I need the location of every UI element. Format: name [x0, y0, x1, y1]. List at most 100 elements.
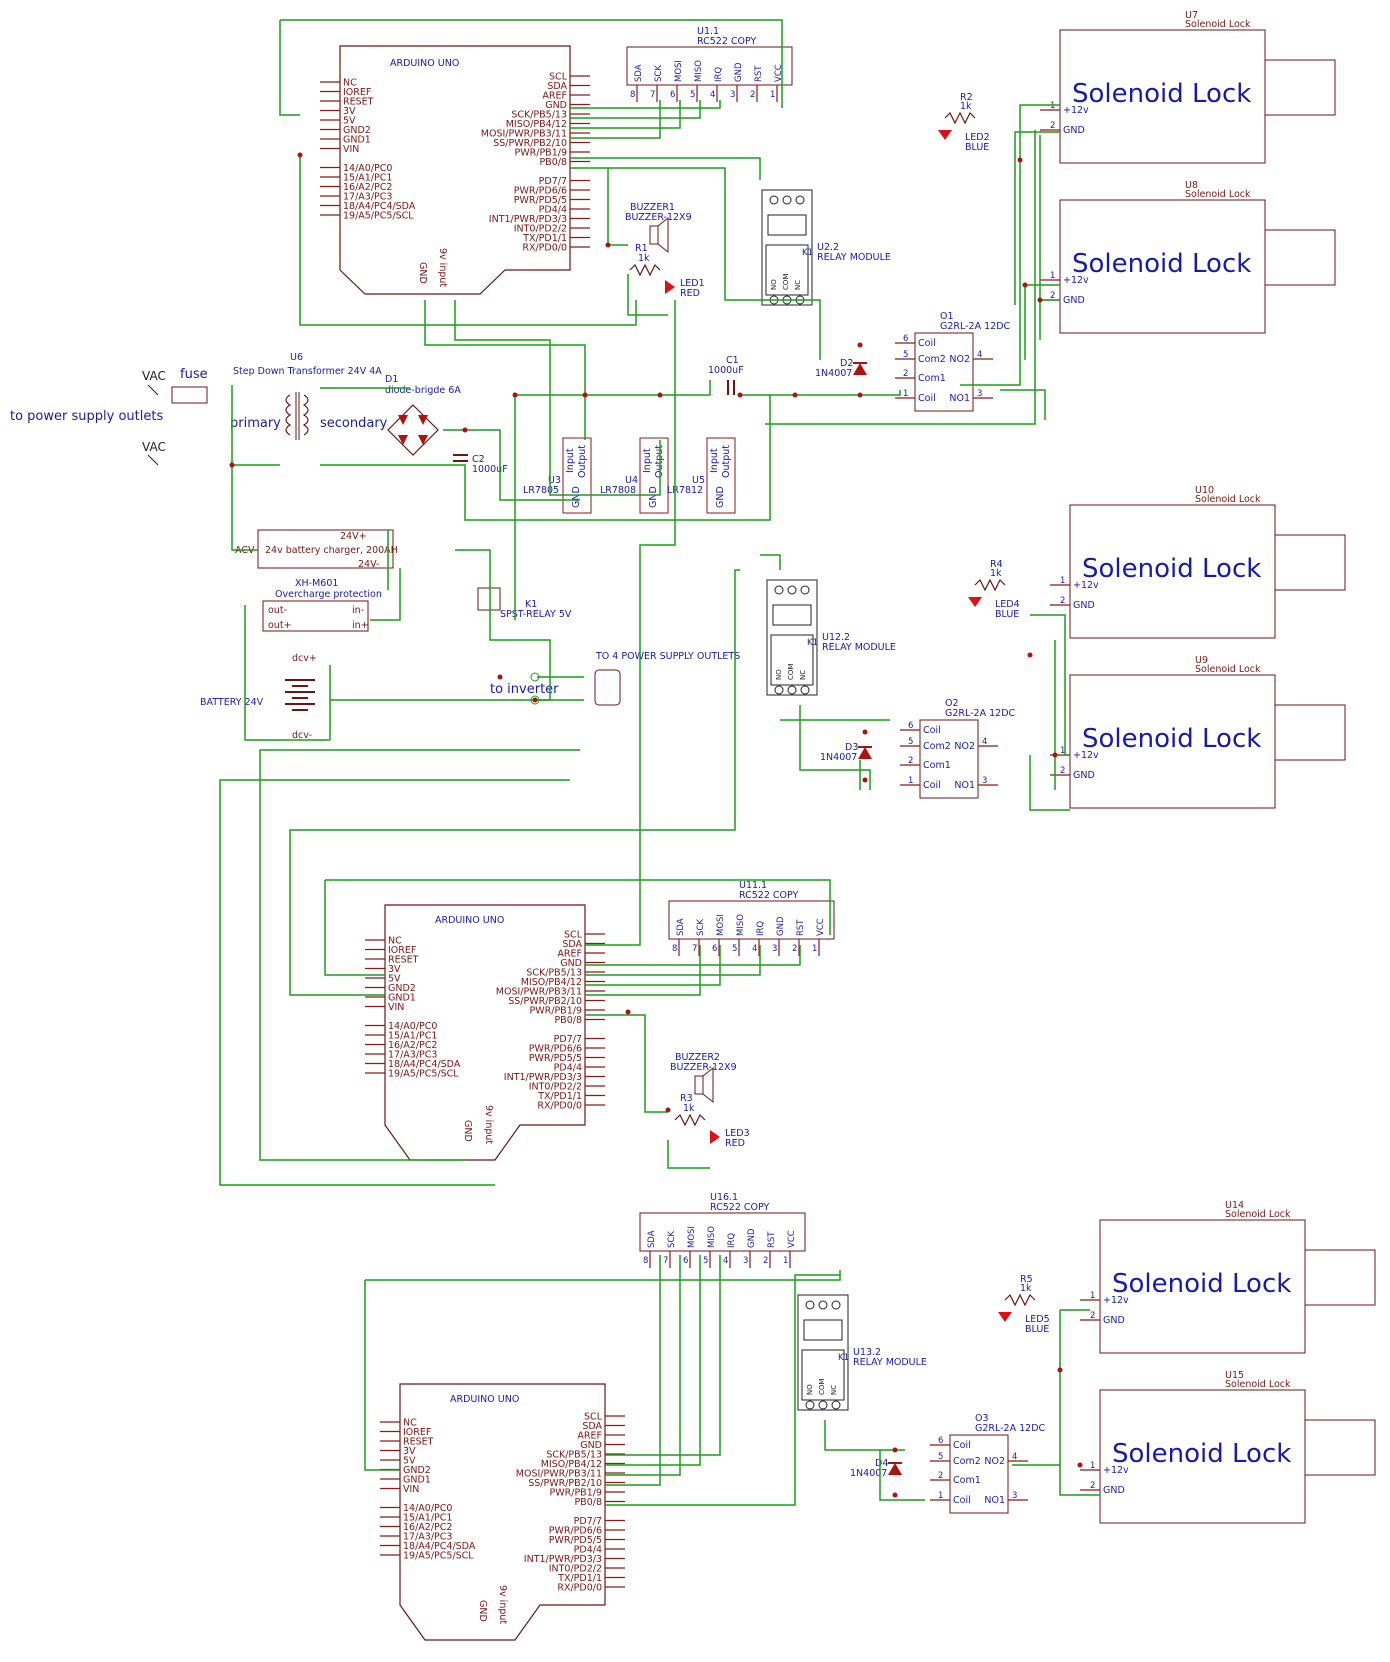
- lock-pin-v: +12v: [1103, 1295, 1129, 1306]
- arduino-right-pin: SCL: [549, 72, 568, 83]
- g2rl-ref: O1: [940, 311, 954, 322]
- res-ref: R4: [990, 559, 1003, 570]
- arduino-left-pin: 16/A2/PC2: [388, 1040, 437, 1051]
- c1-ref: C1: [726, 355, 739, 366]
- res-ref: R2: [960, 92, 973, 103]
- rfid-pin: MOSI: [716, 914, 726, 936]
- arduino-left-pin: 16/A2/PC2: [343, 182, 392, 193]
- arduino-right-pin: INT0/PD2/2: [549, 1564, 602, 1575]
- g2rl-pin: Com2: [918, 354, 946, 365]
- rfid-pin-num: 7: [663, 1256, 668, 1266]
- buzz-resistor: [629, 263, 661, 277]
- arduino-2: ARDUINO UNO NCIOREFRESET3V5VGND2GND1VIN1…: [365, 904, 605, 1161]
- arduino-left-pin: GND2: [388, 983, 416, 994]
- lock-title: Solenoid Lock: [1072, 249, 1251, 279]
- arduino-1-title: ARDUINO UNO: [390, 58, 459, 69]
- lock-ref: U9: [1195, 655, 1208, 666]
- arduino-right-pin: MISO/PB4/12: [541, 1459, 602, 1470]
- arduino-right-pin: RX/PD0/0: [557, 1583, 602, 1594]
- arduino-1-gnd-label: GND: [417, 262, 428, 284]
- g2rl-pin: Com2: [953, 1456, 981, 1467]
- arduino-left-pin: GND1: [343, 135, 371, 146]
- led-ref: LED5: [1025, 1314, 1050, 1325]
- arduino-left-pin: 5V: [388, 974, 401, 985]
- arduino-left-pin: 19/A5/PC5/SCL: [343, 211, 414, 222]
- transformer-ref: U6: [290, 352, 303, 363]
- arduino-left-pin: 15/A1/PC1: [343, 173, 392, 184]
- g2rl-out-num: 3: [982, 776, 987, 786]
- lock-bolt: [1304, 1419, 1376, 1476]
- g2rl-out-num: 4: [982, 737, 987, 747]
- power-outlets-note: to power supply outlets: [10, 409, 163, 424]
- lock-subtitle: Solenoid Lock: [1185, 189, 1251, 200]
- lock-n1: 1: [1060, 746, 1065, 756]
- buzzer-icon: [649, 225, 659, 245]
- g2rl-pin-num: 1: [908, 776, 913, 786]
- reg-type: LR7805: [523, 485, 559, 496]
- arduino-right-pin: PD4/4: [539, 205, 567, 216]
- arduino-3-vin-label: 9v input: [497, 1585, 508, 1624]
- transformer-label: Step Down Transformer 24V 4A: [233, 366, 382, 377]
- rfid-title: RC522 COPY: [697, 36, 757, 47]
- lock-ref: U8: [1185, 180, 1198, 191]
- g2rl-body: [949, 1434, 1009, 1514]
- arduino-right-pin: MOSI/PWR/PB3/11: [481, 129, 567, 140]
- relay-label: RELAY MODULE: [853, 1357, 927, 1368]
- buzzer-icon: [694, 1075, 704, 1095]
- lock-pin-g: GND: [1073, 770, 1095, 781]
- arduino-right-pin: PWR/PB1/9: [550, 1488, 602, 1499]
- rfid-pin-num: 2: [763, 1256, 768, 1266]
- relay-module-body: [761, 189, 813, 306]
- arduino-2-title: ARDUINO UNO: [435, 915, 504, 926]
- buzz-led-ref: LED1: [680, 278, 705, 289]
- rfid-pin: RST: [767, 1231, 777, 1248]
- diode-type: 1N4007: [850, 1468, 887, 1479]
- relay-ref: U2.2: [817, 242, 839, 253]
- battery-label: BATTERY 24V: [200, 697, 264, 708]
- arduino-left-pin: GND2: [403, 1465, 431, 1476]
- dcv-plus-label: dcv+: [292, 653, 317, 664]
- relay-k: K1: [807, 638, 818, 648]
- arduino-right-pin: GND: [580, 1440, 602, 1451]
- arduino-left-pin: 16/A2/PC2: [403, 1522, 452, 1533]
- arduino-right-pin: PWR/PD5/5: [549, 1535, 602, 1546]
- g2rl-pin-num: 1: [903, 389, 908, 399]
- relay-k: K1: [802, 248, 813, 258]
- g2rl-pin: Com1: [923, 760, 951, 771]
- led-icon: [968, 597, 982, 607]
- arduino-right-pin: TX/PD1/1: [557, 1573, 602, 1584]
- led-ref: LED4: [995, 599, 1020, 610]
- g2rl-pin-num: 6: [908, 721, 913, 731]
- arduino-right-pin: MISO/PB4/12: [521, 977, 582, 988]
- rfid-pin-num: 4: [723, 1256, 728, 1266]
- inverter-label: to inverter: [490, 682, 559, 697]
- lock-pin-g: GND: [1063, 295, 1085, 306]
- lock-n1: 1: [1090, 1291, 1095, 1301]
- lock-title: Solenoid Lock: [1072, 79, 1251, 109]
- buzzer-type: BUZZER-12X9: [670, 1062, 737, 1073]
- lock-subtitle: Solenoid Lock: [1195, 664, 1261, 675]
- rfid-pin-num: 7: [650, 90, 655, 100]
- lock-n1: 1: [1090, 1461, 1095, 1471]
- battery-charger: [257, 529, 394, 569]
- lock-n1: 1: [1050, 271, 1055, 281]
- arduino-right-pin: PWR/PD5/5: [514, 195, 567, 206]
- lock-bolt: [1274, 534, 1346, 591]
- lock-pin-v: +12v: [1073, 580, 1099, 591]
- g2rl-pin: Coil: [953, 1495, 971, 1506]
- arduino-left-pin: 18/A4/PC4/SDA: [388, 1059, 461, 1070]
- arduino-right-pin: PD4/4: [574, 1545, 602, 1556]
- arduino-right-pin: SDA: [547, 81, 567, 92]
- arduino-3: ARDUINO UNO NCIOREFRESET3V5VGND2GND1VIN1…: [380, 1383, 625, 1641]
- regulator-body: [706, 437, 736, 514]
- buzzer-type: BUZZER-12X9: [625, 212, 692, 223]
- lock-title: Solenoid Lock: [1082, 724, 1261, 754]
